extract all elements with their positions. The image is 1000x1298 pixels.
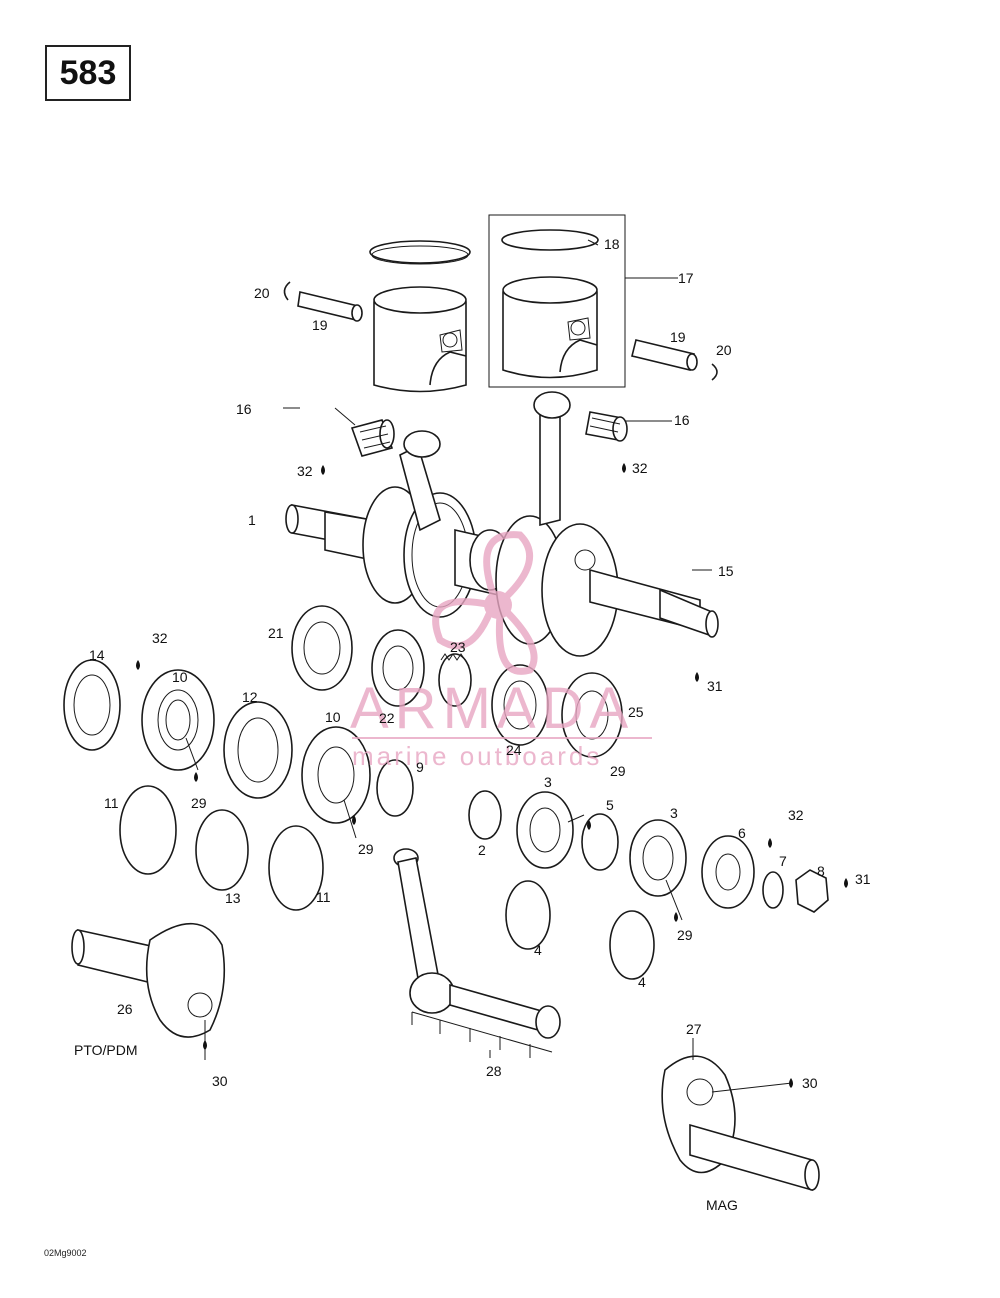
part-label: 3 [670, 805, 678, 821]
seal-6 [701, 835, 755, 909]
part-label: 6 [738, 825, 746, 841]
bearing-3-right [629, 819, 687, 897]
piston-pin-left [283, 281, 363, 322]
part-label: 32 [152, 630, 168, 646]
bearing-24 [491, 664, 549, 746]
part-label: 24 [506, 742, 522, 758]
nut-8 [795, 869, 829, 913]
needle-bearing-left [350, 419, 395, 457]
o-ring-11-left [119, 785, 177, 875]
part-label: 7 [779, 853, 787, 869]
part-label: 11 [316, 889, 331, 905]
pto-side-label: PTO/PDM [74, 1042, 138, 1058]
part-label: 20 [716, 342, 732, 358]
watermark: ARMADA marine outboards [350, 531, 652, 771]
part-label: 10 [172, 669, 188, 685]
part-label: 29 [677, 927, 693, 943]
bearing-21 [291, 605, 353, 691]
part-label: 29 [610, 763, 626, 779]
shim-2 [468, 790, 502, 840]
gear-23 [438, 653, 472, 707]
part-label: 13 [225, 890, 241, 906]
bearing-10-center [301, 726, 371, 824]
part-label: 8 [817, 863, 825, 879]
bearing-25 [561, 672, 623, 758]
watermark-brand: ARMADA [350, 676, 634, 741]
reference-code: 02Mg9002 [44, 1248, 87, 1258]
part-label: 16 [674, 412, 690, 428]
part-label: 31 [855, 871, 871, 887]
piston-left [369, 240, 471, 393]
piston-right [501, 229, 599, 379]
part-label: 28 [486, 1063, 502, 1079]
part-label: 15 [718, 563, 734, 579]
lubricant-drop-icons [136, 463, 848, 1088]
part-label: 21 [268, 625, 284, 641]
shim-5 [581, 813, 619, 871]
o-ring-4-left [505, 880, 551, 950]
o-ring-11-center [268, 825, 324, 911]
part-label: 29 [191, 795, 207, 811]
part-label: 30 [802, 1075, 818, 1091]
part-label: 19 [670, 329, 686, 345]
watermark-tagline: marine outboards [352, 741, 602, 771]
part-label: 11 [104, 795, 119, 811]
piston-pin-right [631, 339, 718, 381]
bearing-22 [371, 629, 425, 707]
part-label: 9 [416, 759, 424, 775]
part-label: 12 [242, 689, 258, 705]
part-label: 1 [248, 512, 256, 528]
part-label: 20 [254, 285, 270, 301]
crankshaft [285, 391, 719, 657]
part-labels: 1233445678910101111121314151616171819192… [89, 236, 871, 1091]
part-label: 10 [325, 709, 341, 725]
part-label: 29 [358, 841, 374, 857]
part-label: 30 [212, 1073, 228, 1089]
half-crankshaft-26 [71, 922, 226, 1038]
part-label: 18 [604, 236, 620, 252]
bearing-12 [223, 701, 293, 799]
part-label: 23 [450, 639, 466, 655]
part-label: 16 [236, 401, 252, 417]
part-label: 26 [117, 1001, 133, 1017]
part-label: 19 [312, 317, 328, 333]
connecting-rod-28 [393, 848, 561, 1058]
part-label: 17 [678, 270, 694, 286]
o-ring-4-right [609, 910, 655, 980]
model-number: 583 [59, 53, 117, 92]
part-label: 4 [534, 942, 542, 958]
half-crankshaft-27 [661, 1055, 820, 1192]
part-label: 32 [297, 463, 313, 479]
part-label: 32 [788, 807, 804, 823]
bearing-3-left [516, 791, 574, 869]
piston-kit-box [488, 214, 626, 388]
model-number-box: 583 [45, 45, 131, 101]
part-label: 2 [478, 842, 486, 858]
needle-bearing-right [585, 411, 628, 442]
part-label: 27 [686, 1021, 702, 1037]
part-label: 22 [379, 710, 395, 726]
bearing-10-left [141, 669, 215, 771]
washer-7 [762, 871, 784, 909]
part-label: 31 [707, 678, 723, 694]
part-label: 14 [89, 647, 105, 663]
part-label: 3 [544, 774, 552, 790]
seal-14 [63, 659, 121, 751]
propeller-logo [432, 531, 538, 675]
mag-side-label: MAG [706, 1197, 738, 1213]
part-label: 32 [632, 460, 648, 476]
shim-9 [376, 759, 414, 817]
part-label: 5 [606, 797, 614, 813]
part-label: 4 [638, 974, 646, 990]
part-label: 25 [628, 704, 644, 720]
o-ring-13 [195, 809, 249, 891]
